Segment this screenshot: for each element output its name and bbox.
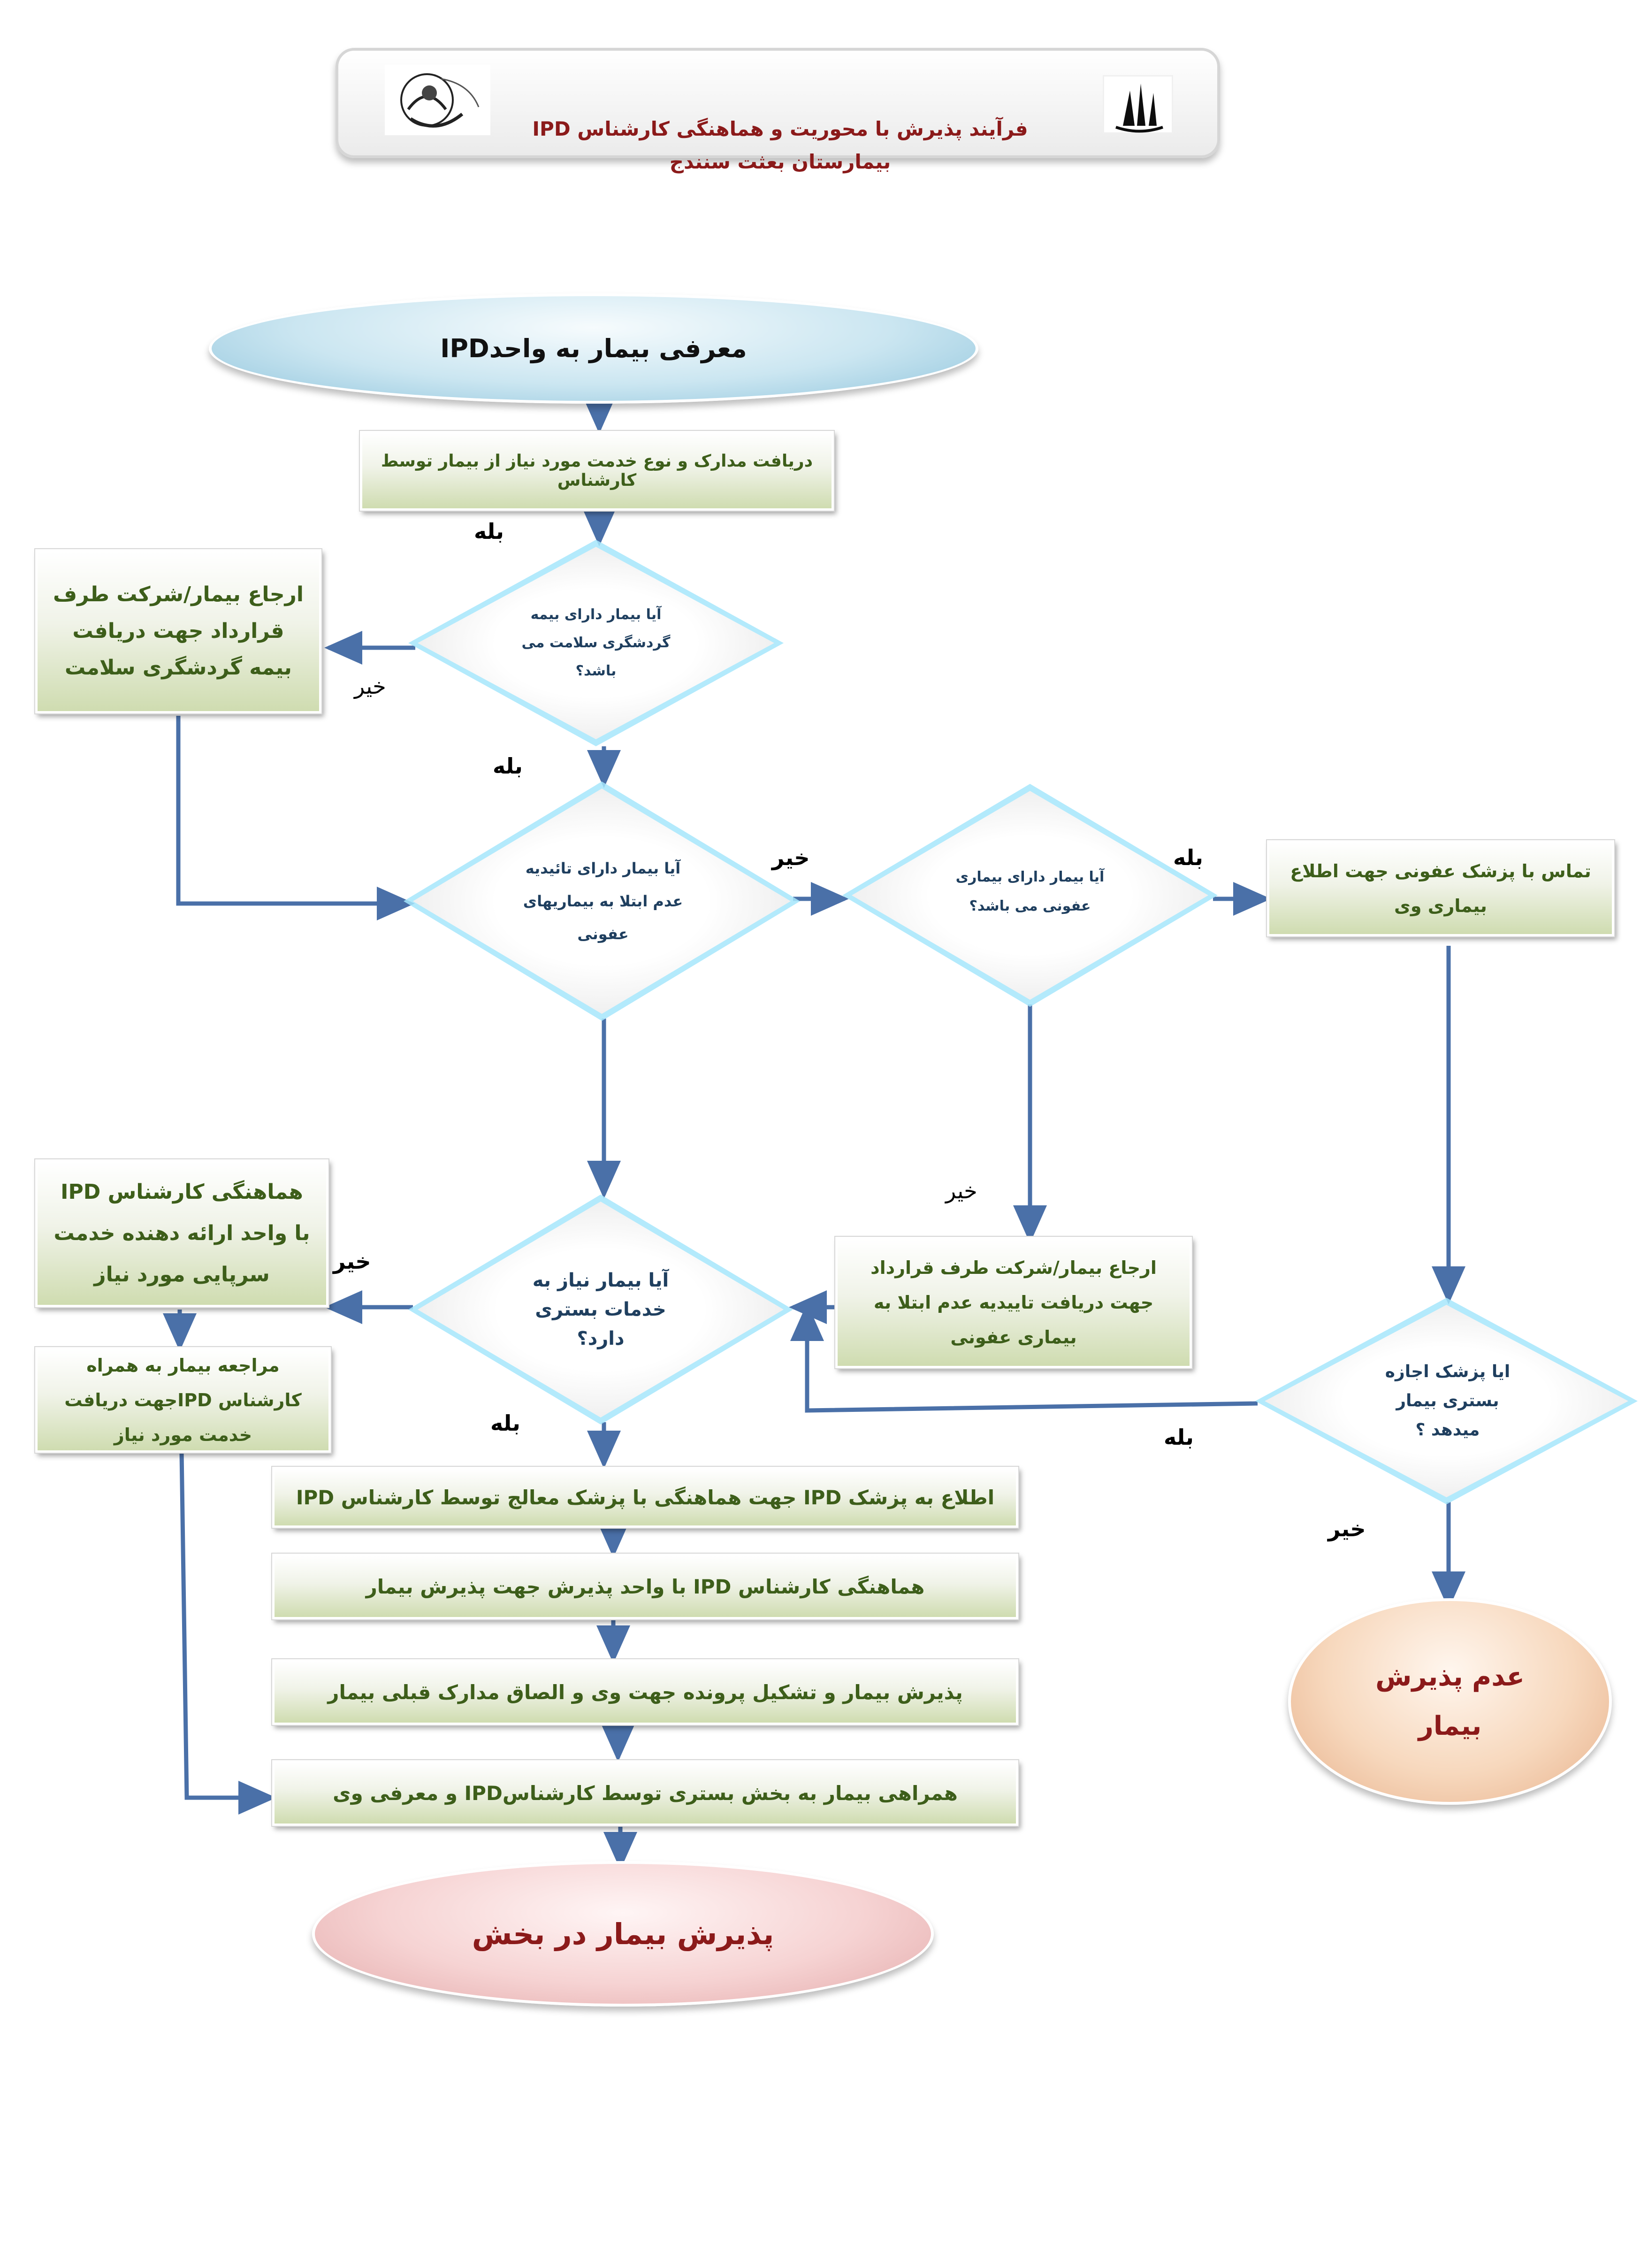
- start-label: معرفی بیمار به واحدIPD: [440, 334, 747, 363]
- label-yes-receive: بله: [474, 519, 504, 544]
- step-accompany-ward: همراهی بیمار به بخش بستری توسط کارشناسIP…: [272, 1760, 1018, 1826]
- decision-insurance: آیا بیمار دارای بیمه گردشگری سلامت می با…: [521, 591, 671, 695]
- label-yes-infectious: بله: [1173, 845, 1203, 870]
- step-visit-with-expert-text: مراجعه بیمار به همراه کارشناس IPDجهت دری…: [64, 1355, 302, 1445]
- step-coordinate-admission: هماهنگی کارشناس IPD با واحد پذیرش جهت پذ…: [272, 1554, 1018, 1619]
- end-ward-admission-text: پذیرش بیمار در بخش: [472, 1916, 774, 1951]
- end-no-admission-text: عدم پذیرش بیمار: [1375, 1662, 1525, 1741]
- step-inform-doctor: اطلاع به پزشک IPD جهت هماهنگی با پزشک مع…: [272, 1467, 1018, 1528]
- decision-infectious: آیا بیمار دارای بیماری عفونی می باشد؟: [953, 845, 1107, 939]
- label-yes-need: بله: [490, 1410, 520, 1436]
- label-no-insurance: خیر: [354, 674, 386, 699]
- step-coordinate-admission-text: هماهنگی کارشناس IPD با واحد پذیرش جهت پذ…: [366, 1575, 925, 1598]
- decision-insurance-text: آیا بیمار دارای بیمه گردشگری سلامت می با…: [521, 606, 671, 679]
- label-no-confirmation: خیر: [772, 845, 810, 870]
- step-refer-insurance-text: ارجاع بیمار/شرکت طرف قرارداد جهت دریافت …: [53, 582, 304, 680]
- decision-permission: ایا پزشک اجازه بستری بیمار میدهد ؟: [1370, 1352, 1525, 1450]
- step-refer-infection-confirm: ارجاع بیمار/شرکت طرف قرارداد جهت دریافت …: [835, 1237, 1192, 1368]
- label-no-infectious: خیر: [946, 1178, 977, 1203]
- step-contact-infectious-text: تماس با پزشک عفونی جهت اطلاع بیماری وی: [1290, 860, 1591, 916]
- step-admit-and-file-text: پذیرش بیمار و تشکیل پرونده جهت وی و الصا…: [328, 1680, 963, 1704]
- step-refer-insurance: ارجاع بیمار/شرکت طرف قرارداد جهت دریافت …: [35, 549, 321, 713]
- label-yes-permission: بله: [1164, 1425, 1194, 1450]
- label-yes-insurance: بله: [493, 753, 523, 779]
- step-contact-infectious: تماس با پزشک عفونی جهت اطلاع بیماری وی: [1267, 840, 1614, 936]
- step-visit-with-expert: مراجعه بیمار به همراه کارشناس IPDجهت دری…: [35, 1347, 331, 1453]
- hospital-logo: [1103, 75, 1173, 134]
- start-ellipse: معرفی بیمار به واحدIPD: [209, 293, 978, 404]
- step-admit-and-file: پذیرش بیمار و تشکیل پرونده جهت وی و الصا…: [272, 1659, 1018, 1725]
- arrow-refer-insurance-back: [176, 716, 415, 920]
- end-ward-admission: پذیرش بیمار در بخش: [312, 1861, 934, 2007]
- arrow-permission-yes: [790, 1303, 1258, 1413]
- step-receive-docs: دریافت مدارک و نوع خدمت مورد نیاز از بیم…: [360, 431, 834, 511]
- university-logo: [385, 65, 490, 135]
- step-receive-docs-text: دریافت مدارک و نوع خدمت مورد نیاز از بیم…: [381, 452, 813, 490]
- decision-confirmation: آیا بیمار دارای تائیدیه عدم ابتلا به بیم…: [521, 840, 685, 962]
- decision-confirmation-text: آیا بیمار دارای تائیدیه عدم ابتلا به بیم…: [523, 859, 683, 943]
- end-no-admission: عدم پذیرش بیمار: [1288, 1598, 1612, 1805]
- step-inform-doctor-text: اطلاع به پزشک IPD جهت هماهنگی با پزشک مع…: [296, 1486, 995, 1509]
- arrow-visit-back: [179, 1452, 276, 1815]
- decision-permission-text: ایا پزشک اجازه بستری بیمار میدهد ؟: [1385, 1362, 1511, 1440]
- step-accompany-ward-text: همراهی بیمار به بخش بستری توسط کارشناسIP…: [333, 1781, 958, 1805]
- header-title: فرآیند پذیرش با محوریت و هماهنگی کارشناس…: [532, 117, 1028, 173]
- decision-inpatient-need: آیا بیمار نیاز به خدمات بستری دارد؟: [516, 1251, 685, 1368]
- step-refer-infection-confirm-text: ارجاع بیمار/شرکت طرف قرارداد جهت دریافت …: [870, 1257, 1157, 1348]
- step-coordinate-outpatient: هماهنگی کارشناس IPD با واحد ارائه دهنده …: [35, 1159, 328, 1307]
- label-no-need: خیر: [333, 1249, 371, 1274]
- label-no-permission: خیر: [1328, 1516, 1366, 1541]
- decision-infectious-text: آیا بیمار دارای بیماری عفونی می باشد؟: [955, 869, 1105, 914]
- step-coordinate-outpatient-text: هماهنگی کارشناس IPD با واحد ارائه دهنده …: [53, 1180, 310, 1287]
- decision-inpatient-need-text: آیا بیمار نیاز به خدمات بستری دارد؟: [532, 1270, 669, 1349]
